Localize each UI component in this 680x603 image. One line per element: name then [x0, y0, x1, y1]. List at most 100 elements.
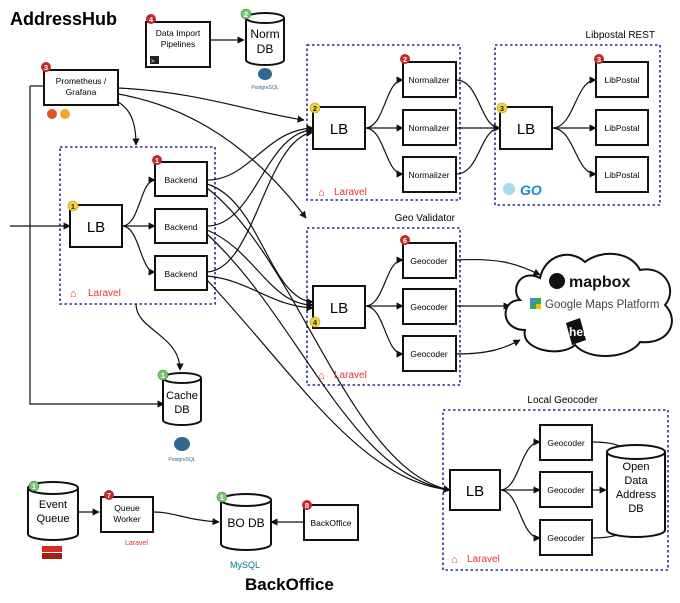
- norm-db-node[interactable]: Norm DB: [245, 12, 285, 66]
- local-geocoder-node[interactable]: Geocoder: [539, 519, 593, 556]
- open-data-label-1: Open: [623, 461, 650, 473]
- postgresql-logo-cache: PostgreSQL: [168, 437, 196, 463]
- prometheus-label-2: Grafana: [66, 87, 97, 97]
- libpostal-node[interactable]: LibPostal: [595, 109, 649, 146]
- queue-worker-label-2: Worker: [113, 514, 140, 524]
- libpostal-node[interactable]: LibPostal: [595, 61, 649, 98]
- laravel-logo-main: Laravel: [88, 288, 121, 299]
- badge-normalizer: 2: [403, 55, 407, 64]
- libpostal-lb-node[interactable]: [499, 106, 553, 150]
- here-icon: [566, 318, 586, 345]
- geocoder-node[interactable]: Geocoder: [402, 242, 457, 279]
- local-geocoder-label: Geocoder: [547, 438, 584, 448]
- redis-icon: [42, 546, 62, 559]
- backend-node[interactable]: Backend: [154, 208, 208, 244]
- main-lb-node[interactable]: [69, 204, 123, 248]
- local-geocoder-node[interactable]: Geocoder: [539, 471, 593, 508]
- badge-data-import: 4: [149, 15, 154, 24]
- libpostal-label: LibPostal: [605, 170, 640, 180]
- page-title: AddressHub: [10, 9, 117, 29]
- badges: 4 2 3 1 1 2 2 3 3 6 4 1 1 7 1 8: [28, 8, 604, 510]
- normalizer-label: Normalizer: [408, 75, 449, 85]
- laravel-logo-geo: Laravel: [334, 370, 367, 381]
- data-import-pipelines-node[interactable]: [145, 21, 211, 68]
- geo-validator-group-label: Geo Validator: [395, 213, 456, 224]
- normalizer-node[interactable]: Normalizer: [402, 156, 457, 193]
- normalizer-node[interactable]: Normalizer: [402, 109, 457, 146]
- event-queue-node[interactable]: Event Queue: [27, 481, 79, 541]
- map-providers-cloud: mapbox Google Maps Platform here: [504, 252, 673, 357]
- queue-worker-node[interactable]: [100, 496, 154, 533]
- mapbox-icon: [549, 273, 565, 289]
- norm-db-label-2: DB: [257, 42, 274, 56]
- badge-normalizer-lb: 2: [313, 104, 317, 113]
- svg-text:GO: GO: [520, 182, 542, 198]
- open-data-address-db-node[interactable]: Open Data Address DB: [606, 444, 666, 538]
- badge-backend: 1: [155, 156, 159, 165]
- geocoder-label: Geocoder: [410, 256, 447, 266]
- normalizer-node[interactable]: Normalizer: [402, 61, 457, 98]
- open-data-label-4: DB: [628, 503, 643, 515]
- backoffice-node[interactable]: [303, 504, 359, 541]
- local-geocoder-group-label: Local Geocoder: [527, 395, 598, 406]
- open-data-label-3: Address: [616, 489, 657, 501]
- prometheus-grafana-icons: [47, 109, 70, 119]
- libpostal-lb-label: LB: [517, 121, 535, 138]
- backoffice-title: BackOffice: [245, 575, 334, 594]
- laravel-logo-normalizer: Laravel: [334, 187, 367, 198]
- local-geocoder-node[interactable]: Geocoder: [539, 424, 593, 461]
- cache-db-node[interactable]: Cache DB: [162, 372, 202, 426]
- main-lb-label: LB: [87, 219, 105, 236]
- badge-libpostal: 3: [597, 55, 601, 64]
- cache-db-label-2: DB: [174, 404, 189, 416]
- libpostal-node[interactable]: LibPostal: [595, 156, 649, 193]
- normalizer-lb-node[interactable]: [312, 106, 366, 150]
- go-logo: GO: [503, 182, 542, 198]
- data-import-label-2: Pipelines: [161, 39, 196, 49]
- libpostal-label: LibPostal: [605, 123, 640, 133]
- prometheus-grafana-node[interactable]: [43, 69, 119, 106]
- badge-norm-db: 2: [244, 10, 248, 19]
- laravel-logo-worker: Laravel: [125, 540, 148, 547]
- badge-geo-lb: 4: [313, 318, 318, 327]
- geo-lb-node[interactable]: [312, 285, 366, 329]
- geocoder-node[interactable]: Geocoder: [402, 335, 457, 372]
- queue-worker-label-1: Queue: [114, 503, 140, 513]
- svg-text:PostgreSQL: PostgreSQL: [168, 457, 195, 463]
- local-lb-node[interactable]: [449, 469, 501, 511]
- terminal-icon: [150, 56, 159, 64]
- backend-node[interactable]: Backend: [154, 255, 208, 291]
- backend-node[interactable]: Backend: [154, 161, 208, 197]
- norm-db-label-1: Norm: [250, 27, 279, 41]
- bo-db-node[interactable]: BO DB: [220, 493, 272, 551]
- laravel-icon: ⌂: [318, 187, 325, 199]
- mapbox-label: mapbox: [569, 274, 630, 291]
- geo-lb-label: LB: [330, 300, 348, 317]
- normalizer-label: Normalizer: [408, 170, 449, 180]
- backoffice-node-label: BackOffice: [311, 518, 352, 528]
- normalizer-label: Normalizer: [408, 123, 449, 133]
- cache-db-label-1: Cache: [166, 390, 198, 402]
- event-queue-label-1: Event: [39, 499, 67, 511]
- terminal-icon-glyph: >_: [151, 59, 159, 65]
- backend-label: Backend: [164, 222, 197, 232]
- badge-libpostal-lb: 3: [500, 104, 504, 113]
- badge-queue-worker: 7: [107, 491, 111, 500]
- local-geocoder-label: Geocoder: [547, 533, 584, 543]
- google-maps-icon: [530, 298, 541, 309]
- laravel-icon: ⌂: [451, 554, 458, 566]
- badge-prometheus: 3: [44, 63, 48, 72]
- badge-cache-db: 1: [161, 371, 165, 380]
- normalizer-group: [306, 44, 461, 201]
- badge-backoffice: 8: [305, 501, 309, 510]
- geocoder-node[interactable]: Geocoder: [402, 288, 457, 325]
- google-maps-label: Google Maps Platform: [545, 299, 659, 311]
- local-lb-label: LB: [466, 483, 484, 500]
- badge-geocoder: 6: [403, 236, 407, 245]
- laravel-icon: ⌂: [70, 288, 77, 300]
- here-label: here: [569, 325, 595, 339]
- bo-db-label: BO DB: [227, 516, 264, 530]
- backend-label: Backend: [164, 269, 197, 279]
- badge-bo-db: 1: [220, 493, 224, 502]
